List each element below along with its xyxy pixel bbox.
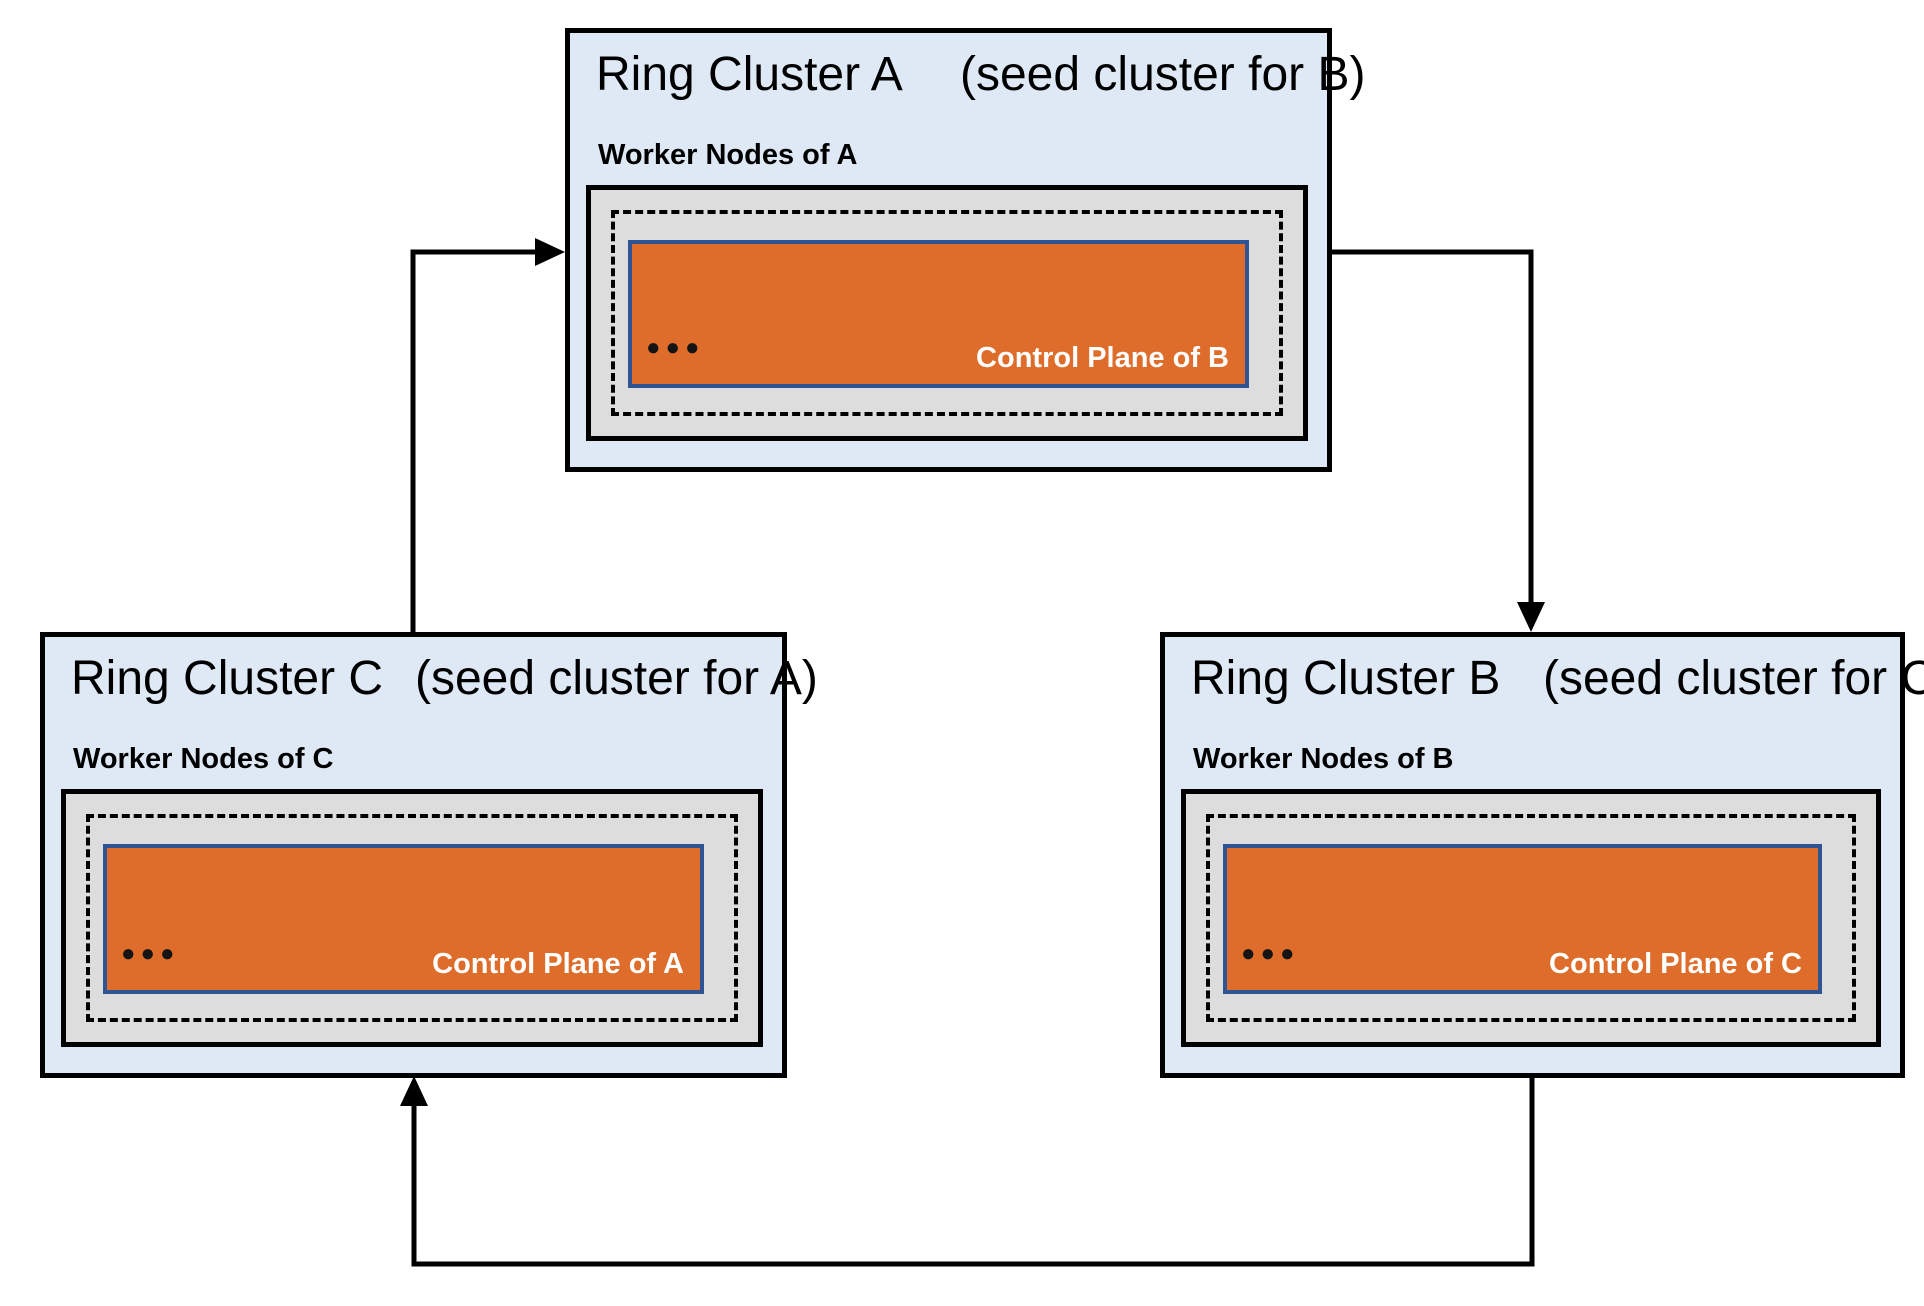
cluster-c-dashed-boundary: ●●● Control Plane of A [86,814,738,1022]
cluster-c-worker-nodes-box: ●●● Control Plane of A [61,789,763,1047]
arrow-b-to-c-head-icon [400,1076,428,1106]
cluster-c-title: Ring Cluster C [71,652,384,705]
cluster-a-worker-nodes-label: Worker Nodes of A [598,139,858,171]
cluster-b-hosted-control-plane-box: ●●● Control Plane of C [1223,844,1822,994]
cluster-c-box: Ring Cluster C (seed cluster for A) Work… [40,632,818,1078]
ellipsis-dots-icon: ●●● [1241,940,1300,967]
arrow-a-to-b-line [1332,249,1534,606]
arrow-c-to-a-head-icon [535,238,565,266]
cluster-a-seed-annotation: (seed cluster for B) [960,48,1366,101]
cluster-b-title: Ring Cluster B [1191,652,1501,705]
cluster-b-worker-nodes-box: ●●● Control Plane of C [1181,789,1881,1047]
arrow-a-to-b-head-icon [1517,602,1545,632]
cluster-b-seed-annotation: (seed cluster for C) [1543,652,1924,705]
cluster-a-dashed-boundary: ●●● Control Plane of B [611,210,1283,416]
ellipsis-dots-icon: ●●● [646,334,705,361]
cluster-c-hosted-control-plane-box: ●●● Control Plane of A [103,844,704,994]
cluster-c-worker-nodes-label: Worker Nodes of C [73,743,334,775]
ellipsis-dots-icon: ●●● [121,940,180,967]
cluster-a-title: Ring Cluster A [596,48,903,101]
arrow-c-to-a-line [410,249,538,632]
cluster-a-hosted-control-plane-box: ●●● Control Plane of B [628,240,1249,388]
arrow-b-to-c-line [411,1078,1535,1267]
cluster-b-control-plane-label: Control Plane of C [1549,948,1802,981]
cluster-b-worker-nodes-label: Worker Nodes of B [1193,743,1454,775]
cluster-b-box: Ring Cluster B (seed cluster for C) Work… [1160,632,1924,1078]
cluster-a-control-plane-label: Control Plane of B [976,342,1229,375]
cluster-a-worker-nodes-box: ●●● Control Plane of B [586,185,1308,441]
cluster-b-dashed-boundary: ●●● Control Plane of C [1206,814,1856,1022]
cluster-a-box: Ring Cluster A (seed cluster for B) Work… [565,28,1365,472]
cluster-c-control-plane-label: Control Plane of A [432,948,684,981]
cluster-c-seed-annotation: (seed cluster for A) [415,652,818,705]
